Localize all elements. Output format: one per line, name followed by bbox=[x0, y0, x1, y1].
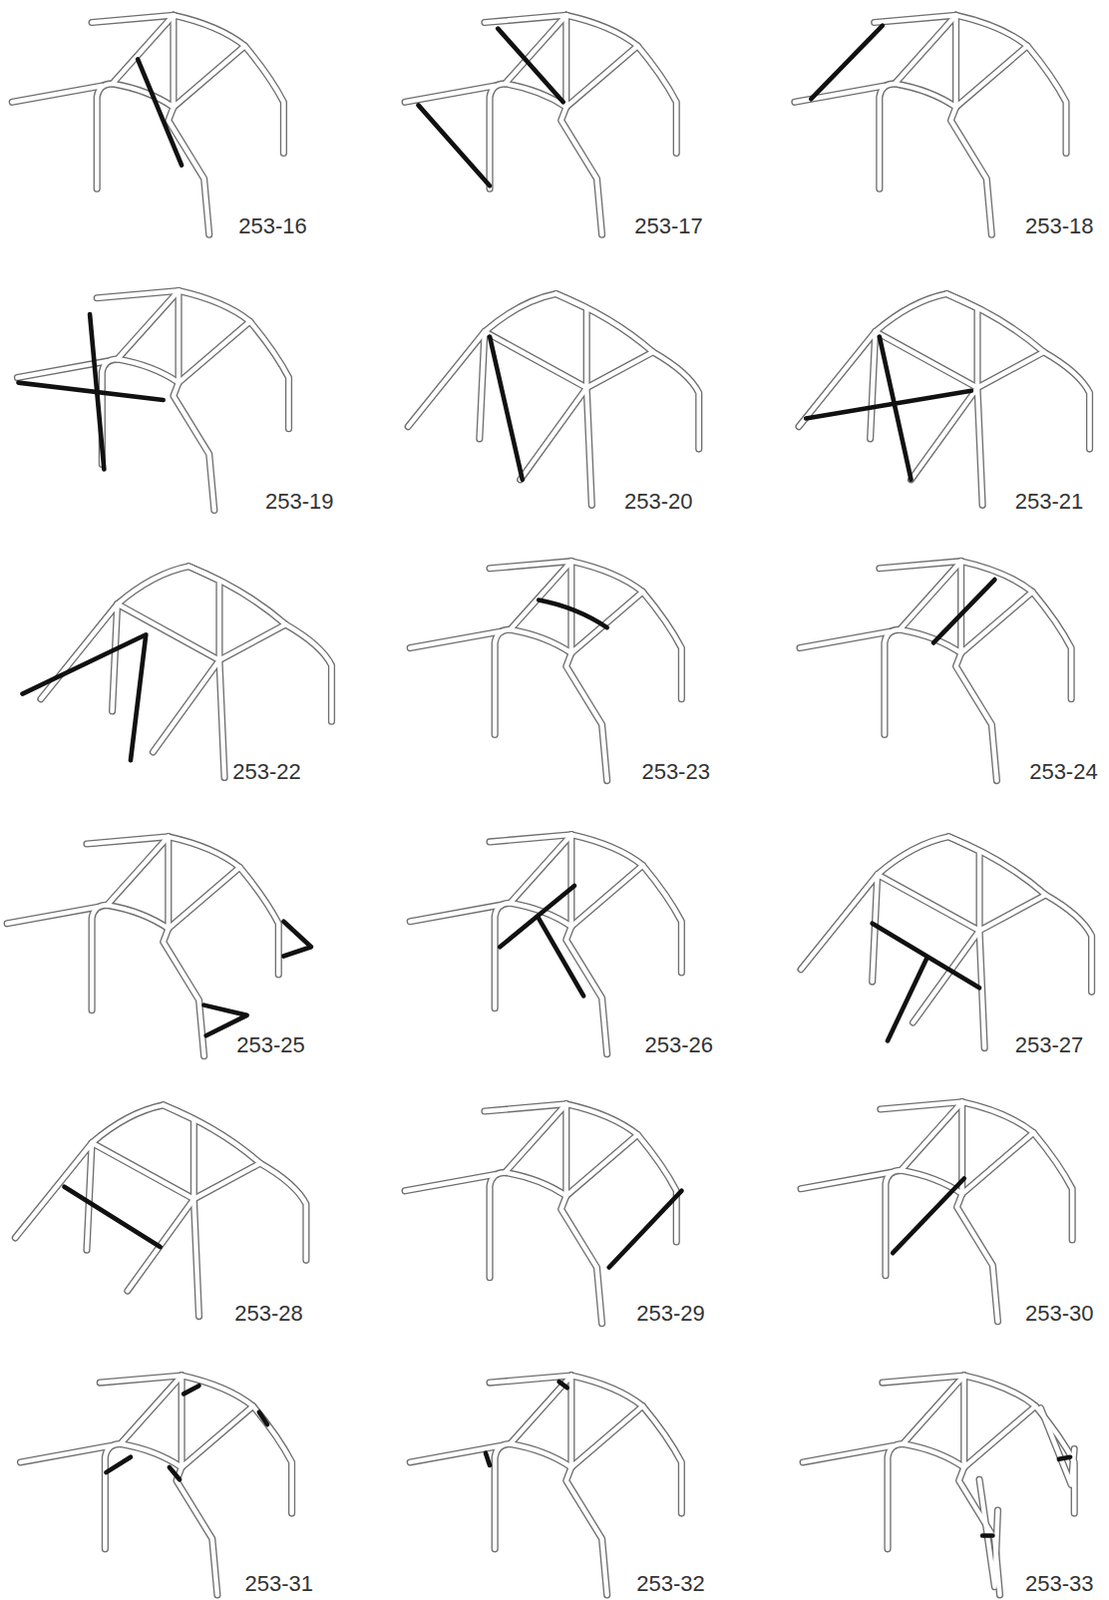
figure-number: 253-26 bbox=[642, 1033, 716, 1058]
figure-number: 253-16 bbox=[236, 214, 310, 239]
reinforcement-bars bbox=[17, 25, 1071, 1536]
figure-number: 253-17 bbox=[632, 214, 706, 239]
figure-number: 253-25 bbox=[234, 1033, 308, 1058]
figure-number: 253-20 bbox=[622, 489, 696, 514]
figure-number: 253-33 bbox=[1023, 1571, 1097, 1596]
figure-number: 253-23 bbox=[639, 759, 713, 784]
figure-number: 253-30 bbox=[1023, 1301, 1097, 1326]
figure-number: 253-29 bbox=[634, 1301, 708, 1326]
figure-number: 253-31 bbox=[242, 1571, 316, 1596]
figure-number: 253-24 bbox=[1027, 759, 1101, 784]
figure-number: 253-18 bbox=[1023, 214, 1097, 239]
figure-number: 253-27 bbox=[1013, 1033, 1087, 1058]
figure-number: 253-22 bbox=[230, 759, 304, 784]
cage-tubes bbox=[6, 14, 1092, 1595]
figure-number: 253-19 bbox=[263, 489, 337, 514]
figure-number: 253-28 bbox=[232, 1301, 306, 1326]
figure-number: 253-32 bbox=[634, 1571, 708, 1596]
figure-number: 253-21 bbox=[1013, 489, 1087, 514]
